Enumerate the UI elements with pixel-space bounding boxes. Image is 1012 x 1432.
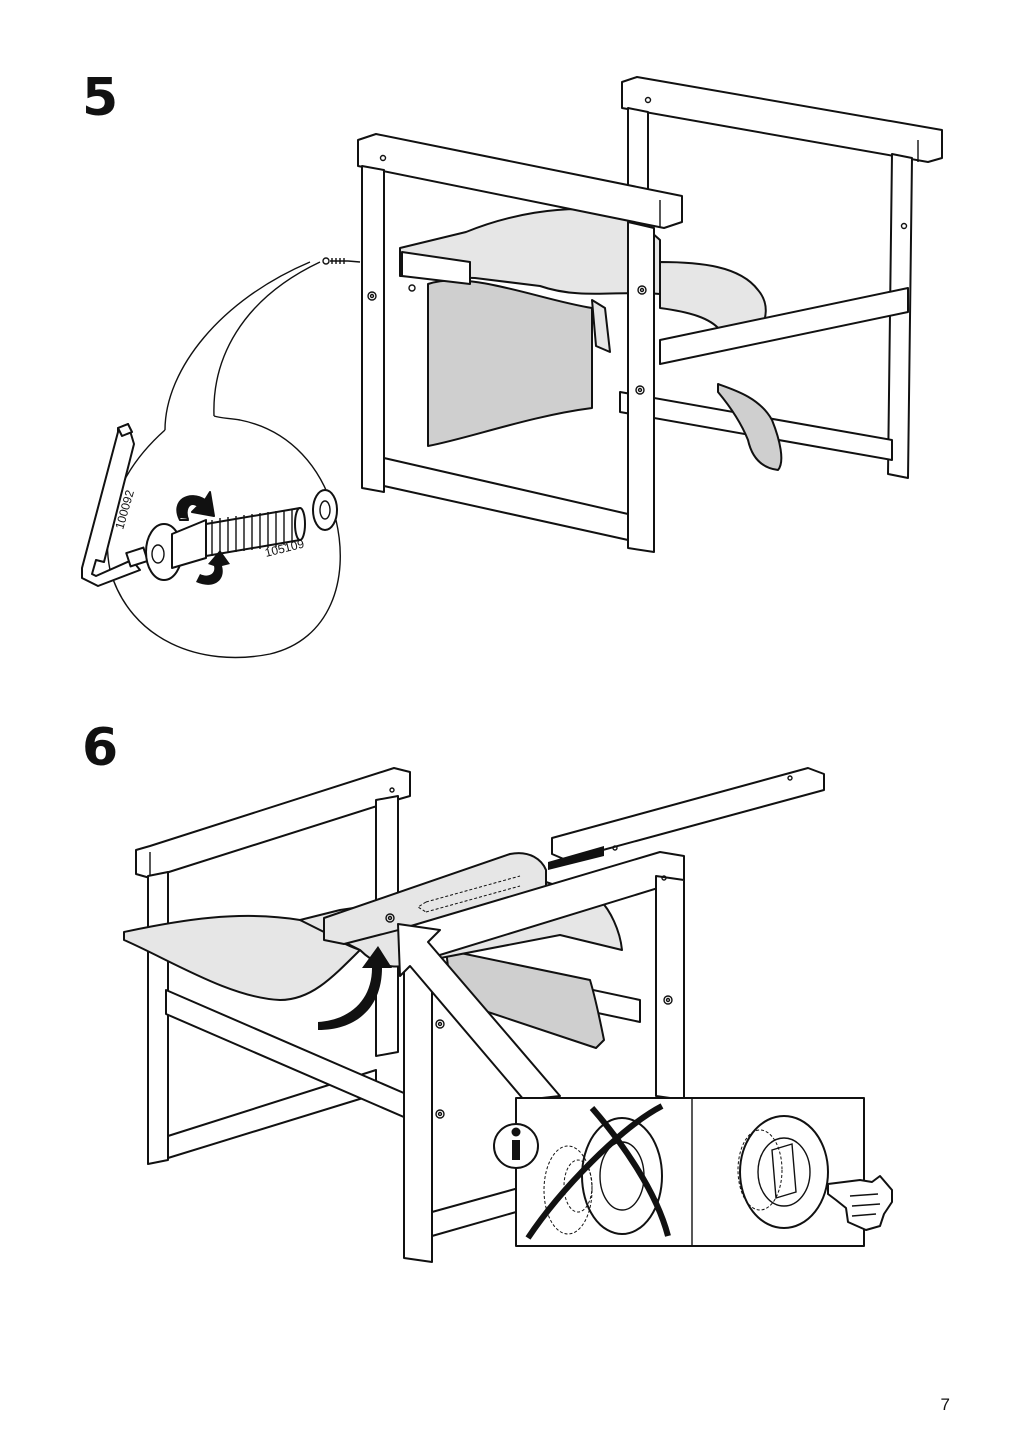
step-5-detail-callout: 100092 105109 — [81, 261, 341, 659]
step-6-chair-frame — [123, 767, 825, 1263]
step-5-number: 5 — [82, 68, 119, 128]
step-6-info-box — [493, 1097, 893, 1247]
page-number: 7 — [940, 1395, 950, 1414]
step-6-number: 6 — [82, 718, 119, 778]
step-5-chair-frame — [322, 76, 943, 553]
